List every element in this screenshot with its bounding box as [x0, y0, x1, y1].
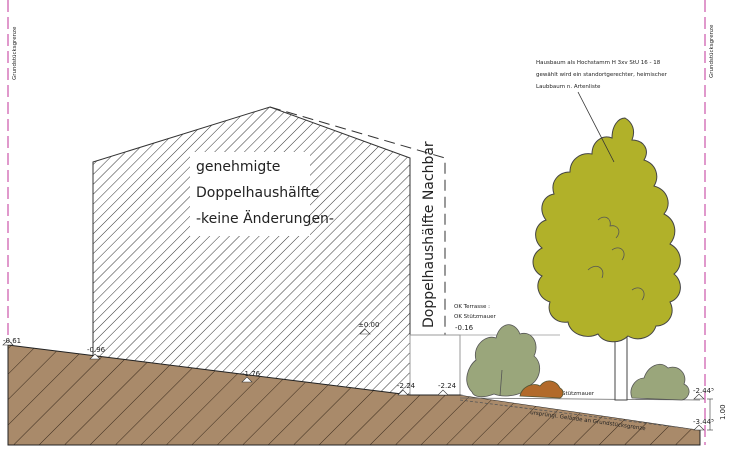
garden-surface — [460, 395, 700, 430]
level-marker-8: -3.44⁵ — [693, 418, 714, 431]
neighbor-roof-outline — [269, 106, 446, 345]
svg-text:±0.00: ±0.00 — [358, 321, 379, 329]
house-text-box — [190, 152, 310, 236]
terrace-level: -0.16 — [455, 324, 474, 332]
tree-note-line3: Laubbaum n. Artenliste — [536, 84, 601, 90]
svg-text:1.00: 1.00 — [719, 404, 727, 420]
tree-crown-detail — [587, 216, 645, 301]
house-label-line3: -keine Änderungen- — [196, 209, 334, 227]
neighbor-label: Doppelhaushälfte Nachbar — [421, 141, 437, 328]
shrub-left — [466, 324, 541, 398]
terrace-note-line1: OK Terrasse : — [454, 304, 490, 310]
retaining-wall-label: Stützmauer — [562, 391, 595, 397]
level-marker-6: -2.24 — [437, 382, 457, 396]
svg-text:-0.61: -0.61 — [3, 337, 21, 345]
level-marker-2: -0.96 — [87, 346, 106, 360]
tree — [532, 117, 681, 401]
svg-text:-3.44⁵: -3.44⁵ — [693, 418, 714, 426]
svg-text:-1.76: -1.76 — [242, 370, 261, 378]
height-dimension: 1.00 — [707, 398, 727, 431]
level-marker-7: -2.44⁵ — [693, 387, 714, 400]
garden-line — [459, 397, 701, 401]
level-marker-3: ±0.00 — [358, 321, 379, 335]
shrub-right — [630, 364, 690, 401]
boundary-label-right: Grundstücksgrenze — [709, 24, 715, 78]
svg-text:-2.44⁵: -2.44⁵ — [693, 387, 714, 395]
level-marker-5: -2.24 — [397, 382, 416, 396]
original-terrain-line — [459, 399, 701, 431]
boundary-label-left: Grundstücksgrenze — [12, 26, 18, 80]
house-label-line2: Doppelhaushälfte — [196, 185, 319, 201]
terrace-wall — [409, 334, 461, 396]
approved-house — [92, 106, 411, 396]
level-marker-4: -1.76 — [241, 370, 261, 383]
house-label-line1: genehmigte — [196, 159, 280, 175]
tree-note-line2: gewählt wird ein standortgerechter, heim… — [536, 72, 668, 78]
svg-text:-0.96: -0.96 — [87, 346, 106, 354]
tree-crown — [532, 117, 681, 343]
level-marker-1: -0.61 — [2, 337, 21, 346]
tree-note-line1: Hausbaum als Hochstamm H 3xv StU 16 - 18 — [536, 60, 661, 66]
neighbor-label-box — [414, 163, 442, 335]
tree-note-leader — [577, 91, 615, 163]
shrub-brown — [519, 380, 564, 399]
terrace-note-line2: OK Stützmauer — [454, 314, 496, 320]
svg-text:-2.24: -2.24 — [438, 382, 457, 390]
svg-text:-2.24: -2.24 — [397, 382, 416, 390]
